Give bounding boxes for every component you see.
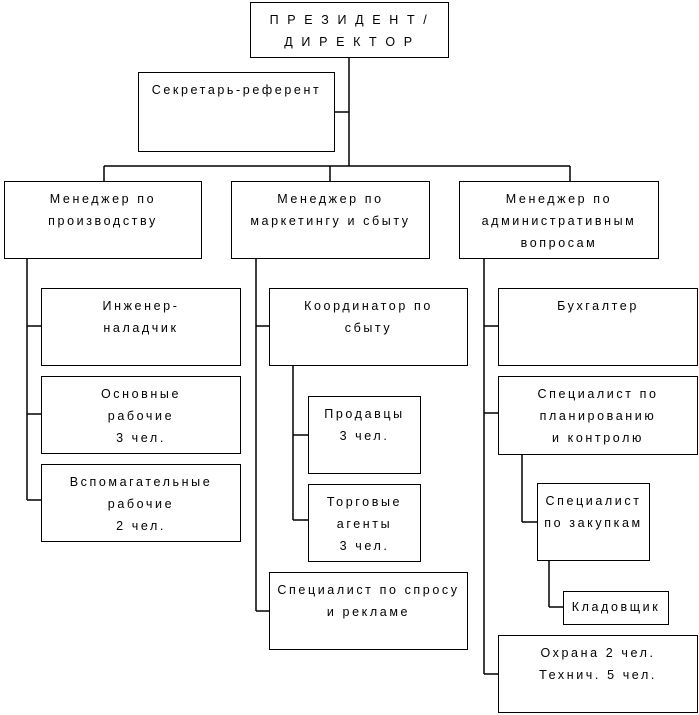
accountant-box: Бухгалтер bbox=[498, 288, 698, 366]
purchasing-specialist-box: Специалист по закупкам bbox=[537, 483, 650, 561]
engineer-label: Инженер- наладчик bbox=[102, 299, 180, 335]
planning-specialist-box: Специалист по планированию и контролю bbox=[498, 376, 698, 455]
planning-specialist-label: Специалист по планированию и контролю bbox=[537, 387, 659, 445]
trade-agents-box: Торговые агенты 3 чел. bbox=[308, 484, 421, 562]
security-label: Охрана 2 чел. Технич. 5 чел. bbox=[539, 646, 657, 682]
storekeeper-box: Кладовщик bbox=[563, 591, 669, 625]
manager-production-box: Менеджер по производству bbox=[4, 181, 202, 259]
sellers-box: Продавцы 3 чел. bbox=[308, 396, 421, 474]
storekeeper-label: Кладовщик bbox=[571, 600, 661, 614]
manager-marketing-label: Менеджер по маркетингу и сбыту bbox=[250, 192, 411, 228]
purchasing-specialist-label: Специалист по закупкам bbox=[544, 494, 643, 530]
accountant-label: Бухгалтер bbox=[557, 299, 639, 313]
aux-workers-label: Вспомагательные рабочие 2 чел. bbox=[69, 475, 213, 533]
sales-coordinator-box: Координатор по сбыту bbox=[269, 288, 468, 366]
sellers-label: Продавцы 3 чел. bbox=[324, 407, 405, 443]
secretary-box: Секретарь-референт bbox=[138, 72, 335, 152]
president-box: П Р Е З И Д Е Н Т / Д И Р Е К Т О Р bbox=[250, 2, 449, 58]
manager-admin-label: Менеджер по административным вопросам bbox=[481, 192, 637, 250]
secretary-label: Секретарь-референт bbox=[151, 83, 322, 97]
manager-production-label: Менеджер по производству bbox=[48, 192, 158, 228]
trade-agents-label: Торговые агенты 3 чел. bbox=[326, 495, 403, 553]
manager-marketing-box: Менеджер по маркетингу и сбыту bbox=[231, 181, 430, 259]
main-workers-label: Основные рабочие 3 чел. bbox=[100, 387, 182, 445]
demand-specialist-label: Специалист по спросу и рекламе bbox=[277, 583, 460, 619]
aux-workers-box: Вспомагательные рабочие 2 чел. bbox=[41, 464, 241, 542]
security-box: Охрана 2 чел. Технич. 5 чел. bbox=[498, 635, 698, 713]
engineer-box: Инженер- наладчик bbox=[41, 288, 241, 366]
main-workers-box: Основные рабочие 3 чел. bbox=[41, 376, 241, 454]
president-label: П Р Е З И Д Е Н Т / Д И Р Е К Т О Р bbox=[269, 13, 430, 49]
demand-specialist-box: Специалист по спросу и рекламе bbox=[269, 572, 468, 650]
manager-admin-box: Менеджер по административным вопросам bbox=[459, 181, 659, 259]
sales-coordinator-label: Координатор по сбыту bbox=[304, 299, 433, 335]
